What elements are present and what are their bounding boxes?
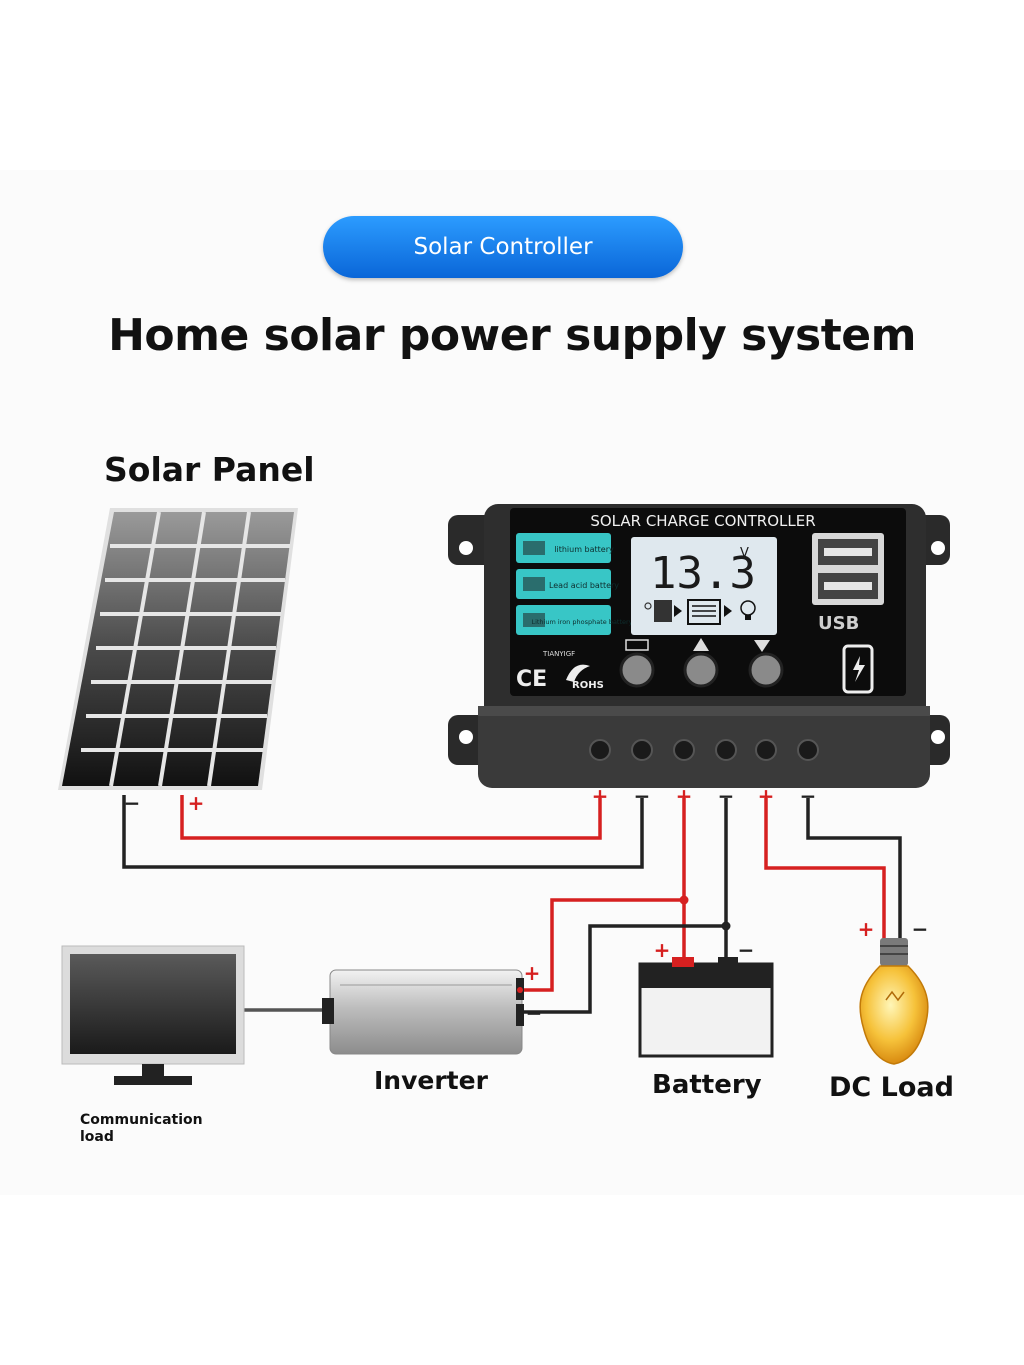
- usb-label: USB: [818, 613, 859, 634]
- brand-label: TIANYIGF: [542, 650, 575, 658]
- battery-type-lithium-label: lithium battery: [554, 545, 614, 554]
- terminal-pv-plus: +: [592, 784, 609, 808]
- battery-type-lifepo4-label: Lithium iron phosphate battery: [531, 618, 632, 626]
- lcd-panel-icon: [654, 600, 672, 622]
- wire-panel-negative: [122, 795, 644, 869]
- wire-load-negative: [806, 798, 902, 946]
- up-button[interactable]: [683, 652, 719, 688]
- dc-load-label: DC Load: [829, 1072, 954, 1103]
- battery-label: Battery: [652, 1070, 762, 1100]
- wiring: [122, 795, 902, 1014]
- battery: [638, 957, 774, 1058]
- panel-minus: −: [124, 791, 141, 815]
- monitor-icon: [61, 945, 245, 1085]
- menu-button[interactable]: [619, 652, 655, 688]
- lcd-sun-icon: [644, 602, 652, 610]
- ce-mark: CE: [516, 667, 547, 692]
- usb-ports[interactable]: [812, 533, 884, 605]
- inverter-plus: +: [524, 961, 541, 985]
- rohs-leaf-icon: [566, 664, 590, 682]
- light-bulb-icon: [859, 938, 929, 1065]
- lcd-arrow-icon: [674, 605, 682, 617]
- lcd-display: 13.3 V: [631, 537, 777, 635]
- down-button[interactable]: [748, 652, 784, 688]
- solar-panel-label: Solar Panel: [104, 450, 315, 489]
- terminal-load-minus: −: [800, 784, 817, 808]
- inverter-minus: −: [526, 1001, 543, 1025]
- solar-panel: [58, 508, 298, 790]
- lcd-unit: V: [740, 546, 749, 561]
- load-minus: −: [912, 917, 929, 941]
- battery-type-lithium[interactable]: lithium battery: [516, 533, 614, 563]
- battery-type-lead-acid[interactable]: Lead acid battery: [516, 569, 619, 599]
- wire-inverter-negative: [522, 924, 726, 1014]
- inverter: [322, 969, 524, 1055]
- down-button-icon: [754, 640, 770, 652]
- menu-button-icon: [625, 639, 649, 651]
- controller-heading: SOLAR CHARGE CONTROLLER: [590, 512, 815, 530]
- phone-charging-icon: [842, 644, 874, 694]
- communication-load-label: Communication load: [80, 1112, 203, 1145]
- page-title: Home solar power supply system: [108, 310, 916, 361]
- panel-grid: [81, 511, 290, 787]
- lcd-battery-icon: [687, 599, 721, 625]
- up-button-icon: [693, 638, 709, 651]
- wire-panel-positive: [180, 795, 602, 840]
- battery-type-lifepo4[interactable]: Lithium iron phosphate battery: [516, 605, 633, 635]
- lcd-arrow-icon: [724, 605, 732, 617]
- terminal-bat-plus: +: [676, 784, 693, 808]
- junction-positive: [679, 895, 689, 905]
- panel-plus: +: [188, 791, 205, 815]
- terminal-bat-minus: −: [718, 784, 735, 808]
- junction-negative: [721, 921, 731, 931]
- battery-type-lead-acid-label: Lead acid battery: [549, 581, 619, 590]
- solar-controller-badge: Solar Controller: [323, 216, 683, 278]
- battery-plus: +: [654, 938, 671, 962]
- wire-load-positive: [764, 798, 886, 946]
- terminal-load-plus: +: [758, 784, 775, 808]
- battery-minus: −: [738, 938, 755, 962]
- terminal-pv-minus: −: [634, 784, 651, 808]
- load-plus: +: [858, 917, 875, 941]
- lcd-voltage: 13.3: [650, 548, 756, 599]
- wire-inverter-positive: [522, 898, 684, 992]
- terminal-screws: [589, 739, 819, 761]
- polarity-marks: − + + − + − + − + − + − + −: [124, 784, 929, 1025]
- rohs-mark: ROHS: [572, 680, 604, 691]
- inverter-label: Inverter: [374, 1066, 488, 1095]
